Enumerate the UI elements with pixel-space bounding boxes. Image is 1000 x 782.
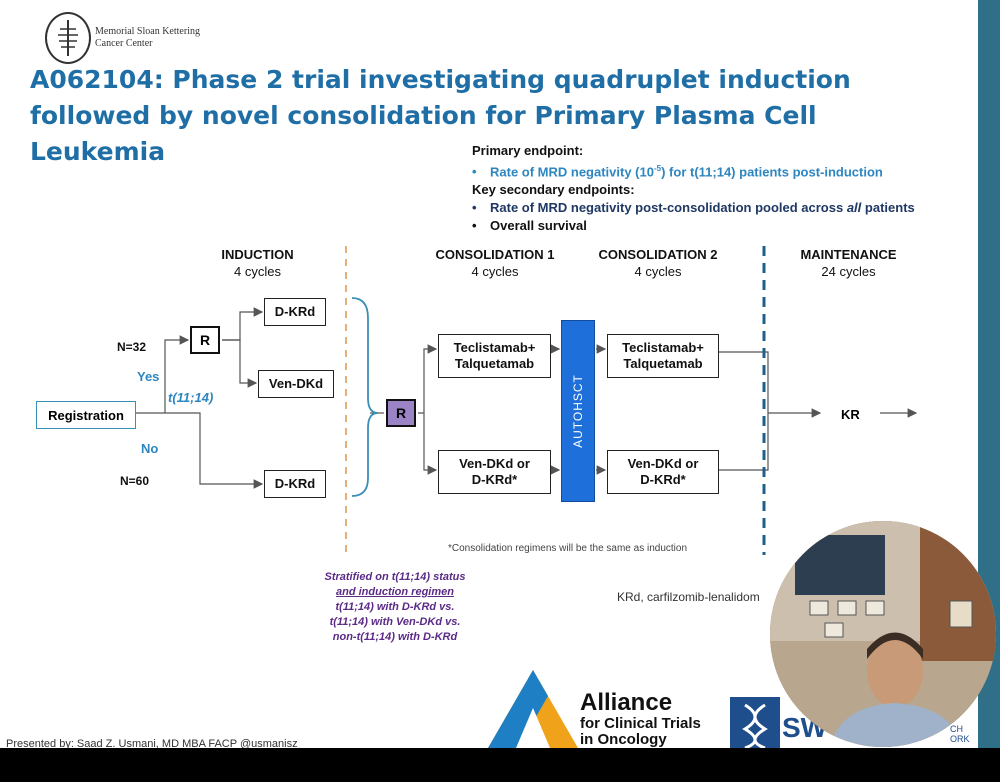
right-edge-bar bbox=[978, 0, 1000, 748]
secondary-endpoint-item1: •Rate of MRD negativity post-consolidati… bbox=[472, 200, 915, 216]
induction-arm-dkrd-2: D-KRd bbox=[264, 470, 326, 498]
t1114-label: t(11;14) bbox=[168, 390, 214, 405]
no-label: No bbox=[141, 441, 159, 456]
n-yes-label: N=32 bbox=[117, 340, 147, 354]
stratification-note: Stratified on t(11;14) status and induct… bbox=[324, 571, 466, 643]
randomization-box-2: R bbox=[386, 399, 416, 427]
registration-box: Registration bbox=[36, 401, 136, 429]
c1-arm-tec-tal: Teclistamab+Talquetamab bbox=[438, 334, 551, 378]
presenter-video bbox=[770, 521, 996, 747]
autohsct-bar: AUTOHSCT bbox=[561, 320, 595, 502]
randomization-box-1: R bbox=[190, 326, 220, 354]
alliance-text: Alliance for Clinical Trials in Oncology bbox=[580, 689, 701, 748]
presenter-line: Presented by: Saad Z. Usmani, MD MBA FAC… bbox=[6, 738, 298, 748]
primary-endpoint-label: Primary endpoint: bbox=[472, 143, 584, 158]
logo-line1: Memorial Sloan Kettering bbox=[95, 26, 200, 37]
induction-arm-dkrd-1: D-KRd bbox=[264, 298, 326, 326]
slide-title: A062104: Phase 2 trial investigating qua… bbox=[30, 65, 851, 166]
secondary-endpoint-label: Key secondary endpoints: bbox=[472, 182, 635, 198]
slide: Memorial Sloan Kettering Cancer Center A… bbox=[0, 0, 978, 748]
flow-connectors bbox=[136, 246, 918, 555]
secondary-endpoint-item2: •Overall survival bbox=[472, 218, 587, 234]
induction-arm-vendkd: Ven-DKd bbox=[258, 370, 334, 398]
footnote: *Consolidation regimens will be the same… bbox=[448, 543, 688, 554]
swog-side-text: CH ORK bbox=[950, 724, 970, 744]
alliance-logo-icon bbox=[488, 670, 578, 748]
c2-arm-tec-tal: Teclistamab+Talquetamab bbox=[607, 334, 719, 378]
endpoints: Primary endpoint: •Rate of MRD negativit… bbox=[472, 142, 915, 235]
msk-logo-text: Memorial Sloan Kettering Cancer Center bbox=[95, 26, 200, 50]
yes-label: Yes bbox=[137, 369, 160, 384]
abbreviation-note: KRd, carfilzomib-lenalidom bbox=[617, 590, 760, 604]
bottom-bar bbox=[0, 748, 1000, 782]
logo-line2: Cancer Center bbox=[95, 38, 153, 49]
msk-logo-icon bbox=[45, 12, 91, 64]
maintenance-kr: KR bbox=[841, 407, 860, 422]
swog-dna-icon bbox=[730, 697, 780, 748]
n-no-label: N=60 bbox=[120, 474, 150, 488]
primary-endpoint-item: •Rate of MRD negativity (10-5) for t(11;… bbox=[472, 164, 883, 180]
